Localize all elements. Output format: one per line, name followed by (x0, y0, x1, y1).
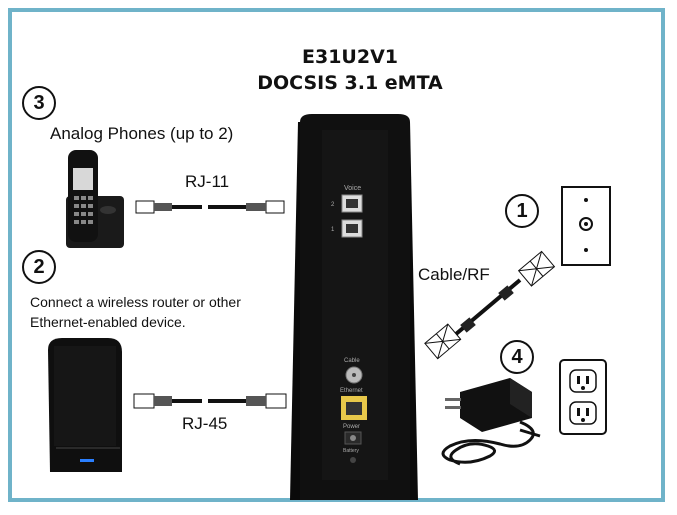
rj11-label: RJ-11 (185, 172, 230, 191)
step-4-marker: 4 (500, 340, 534, 374)
analog-phones-label: Analog Phones (up to 2) (50, 124, 234, 143)
model-subtitle: DOCSIS 3.1 eMTA (257, 72, 443, 94)
cordless-phone-icon (66, 150, 124, 248)
line1-label: 1 (331, 227, 335, 233)
rj11-cable (135, 200, 285, 214)
battery-port-label: Battery (343, 448, 359, 454)
power-port-label: Power (343, 424, 360, 430)
line2-label: 2 (331, 202, 335, 208)
cable-rf-label: Cable/RF (418, 265, 490, 284)
power-adapter-icon (441, 378, 541, 466)
rj45-label: RJ-45 (182, 414, 228, 433)
router-label-line1: Connect a wireless router or other (30, 294, 241, 310)
step-3-marker: 3 (22, 86, 56, 120)
rj45-cable (133, 393, 287, 409)
ethernet-port-label: Ethernet (340, 388, 363, 394)
step-1-marker: 1 (505, 194, 539, 228)
step-2-marker: 2 (22, 250, 56, 284)
voice-port-label: Voice (344, 185, 361, 192)
cable-port-label: Cable (344, 358, 360, 364)
modem-device: Voice 2 1 Cable Ethernet Power Battery (290, 114, 418, 500)
wall-outlet-icon (559, 359, 607, 435)
coax-wall-plate-icon (561, 186, 611, 266)
wireless-router-icon (48, 338, 122, 472)
model-name: E31U2V1 (302, 46, 398, 68)
coax-cable (424, 250, 556, 360)
router-label-line2: Ethernet-enabled device. (30, 314, 186, 330)
